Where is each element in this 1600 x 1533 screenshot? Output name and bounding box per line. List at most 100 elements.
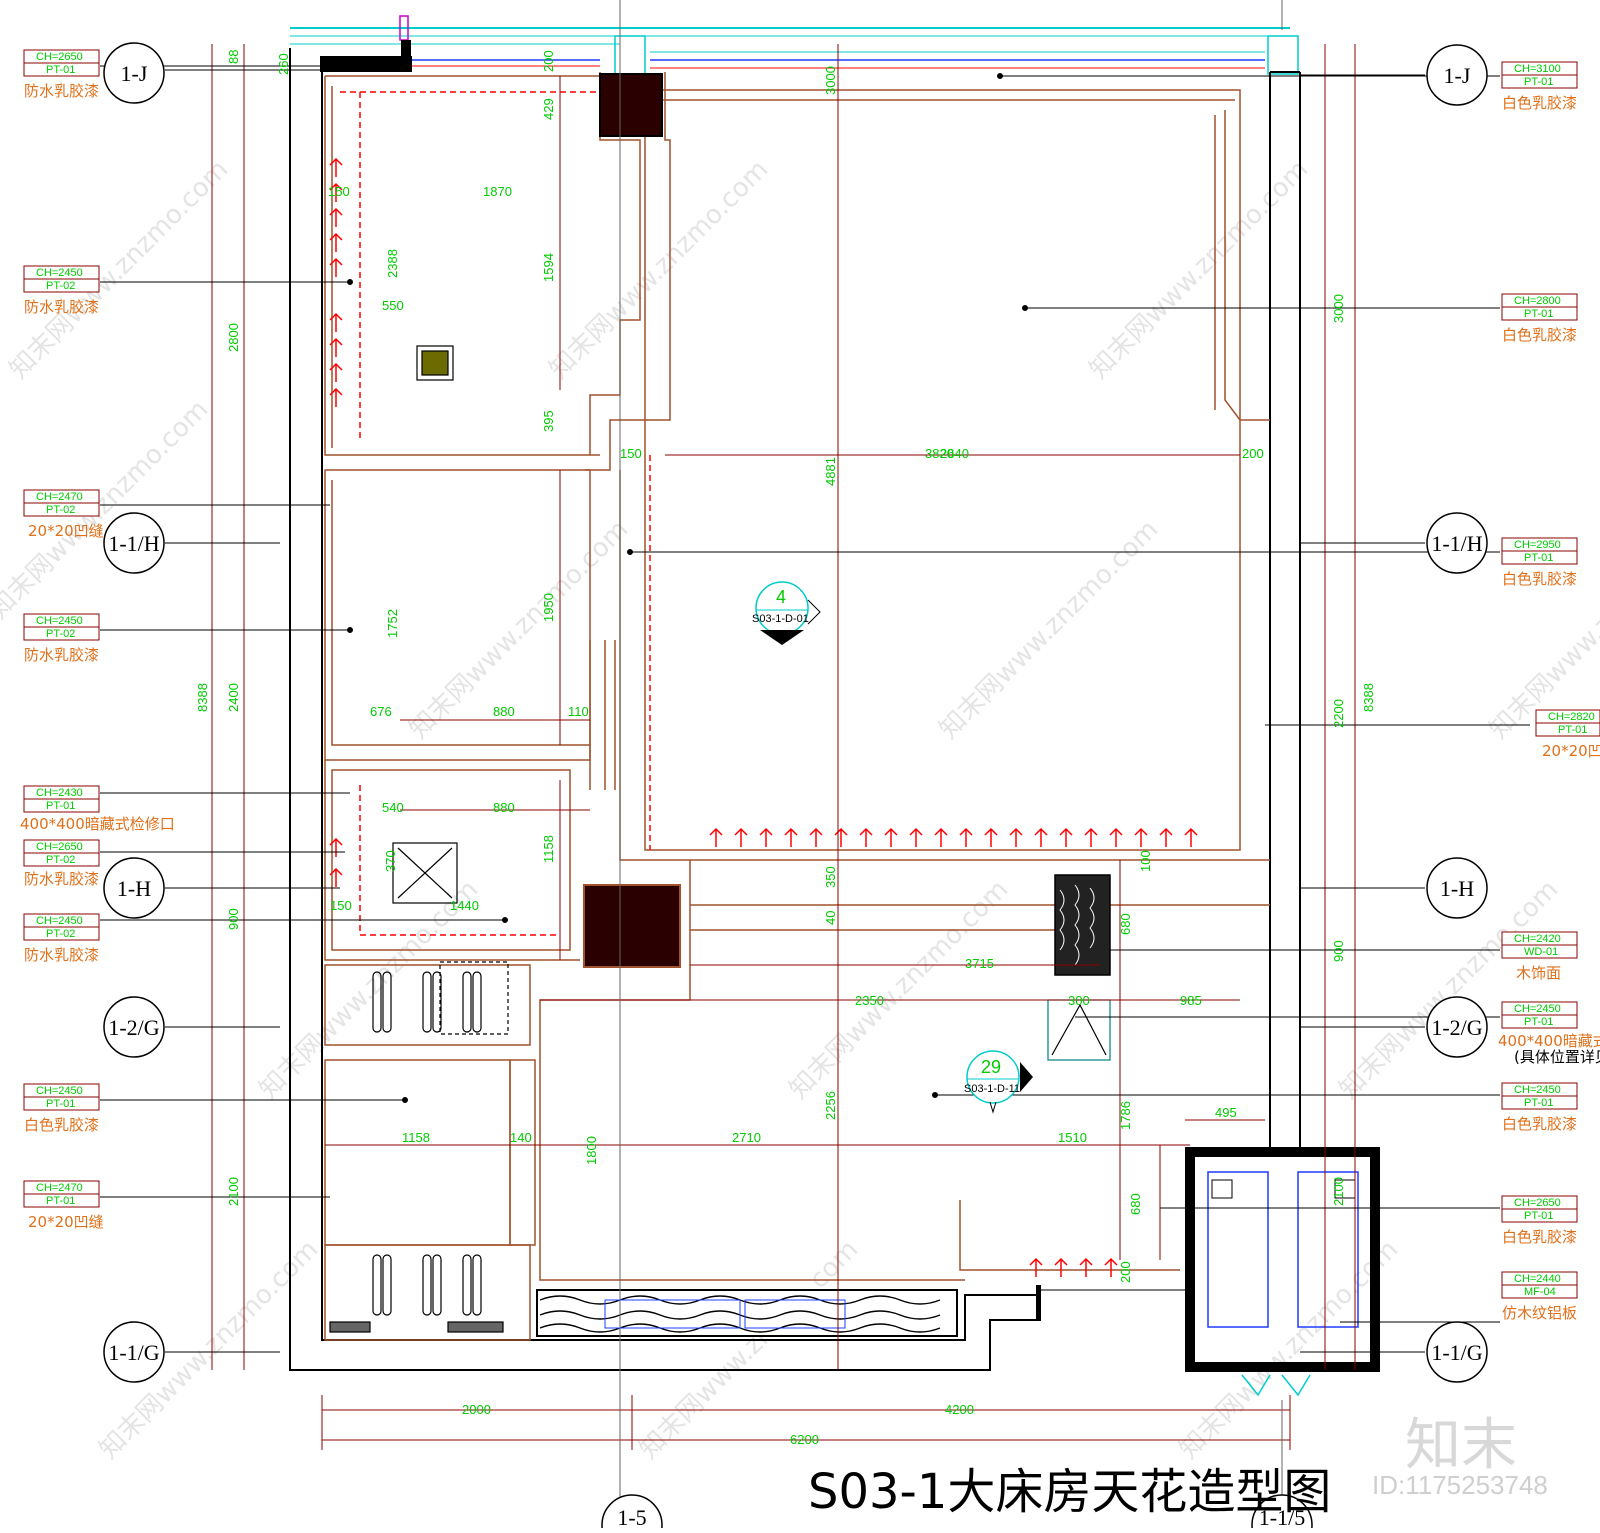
note-code: PT-01 [46, 1195, 75, 1207]
note-code: MF-04 [1524, 1286, 1556, 1298]
material-note: CH=2650 PT-01 防水乳胶漆 [23, 49, 100, 100]
note-ch: CH=2650 [36, 51, 83, 63]
note-code: PT-01 [1524, 1210, 1553, 1222]
dim-label: 429 [541, 98, 556, 120]
axis-label: 1-1/H [1431, 531, 1482, 556]
note-material: 白色乳胶漆 [1502, 1228, 1577, 1246]
dim-label: 2000 [462, 1402, 491, 1417]
dim-label: 4200 [945, 1402, 974, 1417]
cove-light-lines [340, 91, 651, 936]
dim-label: 2640 [940, 446, 969, 461]
note-material: 白色乳胶漆 [1502, 326, 1577, 344]
axis-label: 1-5 [617, 1505, 646, 1528]
dim-label: 2800 [226, 323, 241, 352]
note-material: 白色乳胶漆 [24, 1116, 99, 1134]
note-material: 木饰面 [1516, 964, 1561, 982]
dim-label: 300 [1068, 993, 1090, 1008]
dim-label: 1510 [1058, 1130, 1087, 1145]
axis-label: 1-1/5 [1259, 1505, 1305, 1528]
section-mark-29: 29 S03-1-D-11 [964, 1050, 1033, 1114]
note-code: PT-01 [1524, 308, 1553, 320]
axis-bubbles-bottom: 1-5 1-1/5 [601, 1494, 1313, 1533]
dim-label: 1752 [385, 609, 400, 638]
note-ch: CH=2470 [36, 1182, 83, 1194]
dim-label: 1950 [541, 593, 556, 622]
note-material: 20*20凹缝 [28, 522, 104, 540]
wardrobe-hangers [329, 961, 509, 1333]
watermark: 知末网www.znzmo.com [934, 514, 1165, 745]
dim-label: 3820 [925, 446, 954, 461]
note-ch: CH=2440 [1514, 1273, 1561, 1285]
note-material: 400*400暗藏式检修口 [20, 815, 175, 833]
brand-logo: 知末 [1405, 1413, 1517, 1478]
material-note: CH=2450 PT-02 防水乳胶漆 [23, 613, 100, 664]
material-note: CH=2450 PT-02 防水乳胶漆 [23, 265, 100, 316]
dim-label: 3000 [823, 66, 838, 95]
ceiling-outlines [324, 72, 1270, 1341]
dim-label: 3715 [965, 956, 994, 971]
note-leaders [100, 63, 1530, 1323]
dim-label: 1870 [483, 184, 512, 199]
note-code: PT-02 [46, 628, 75, 640]
note-material: 防水乳胶漆 [24, 646, 99, 664]
axis-label: 1-2/G [1431, 1015, 1482, 1040]
material-note: CH=2430 PT-01 400*400暗藏式检修口 [20, 785, 175, 833]
material-note: CH=2440 MF-04 仿木纹铝板 [1501, 1271, 1578, 1322]
material-note: CH=2450 PT-02 防水乳胶漆 [23, 913, 100, 964]
note-ch: CH=2470 [36, 491, 83, 503]
dim-label: 2400 [226, 683, 241, 712]
drawing-title: S03-1大床房天花造型图 [808, 1464, 1332, 1520]
material-note: CH=2470 PT-02 20*20凹缝 [23, 489, 104, 540]
watermark: 知末网www.znzmo.com [634, 1234, 865, 1465]
note-code: PT-01 [46, 64, 75, 76]
dim-label: 1158 [541, 835, 556, 863]
material-note: CH=3100 PT-01 白色乳胶漆 [1501, 61, 1578, 112]
left-material-notes: CH=2650 PT-01 防水乳胶漆 CH=2450 PT-02 防水乳胶漆 … [20, 49, 175, 1231]
dim-label: 900 [1331, 940, 1346, 962]
dim-label: 550 [382, 298, 404, 313]
dim-label: 100 [1138, 850, 1153, 872]
dim-label: 140 [510, 1130, 532, 1145]
structural-columns [583, 73, 681, 968]
dim-label: 540 [382, 800, 404, 815]
axis-label: 1-1/G [108, 1340, 159, 1365]
note-ch: CH=2450 [36, 615, 83, 627]
axis-label: 1-J [121, 61, 148, 86]
dim-label: 350 [823, 866, 838, 888]
note-code: PT-01 [1524, 76, 1553, 88]
dim-label: 370 [383, 850, 398, 872]
dim-label: 880 [493, 704, 515, 719]
right-material-notes: CH=3100 PT-01 白色乳胶漆 CH=2800 PT-01 白色乳胶漆 … [1498, 61, 1600, 1322]
note-ch: CH=2450 [1514, 1003, 1561, 1015]
note-extra: (具体位置详见机电 [1514, 1048, 1600, 1066]
material-note: CH=2820 PT-01 20*20凹缝 [1535, 709, 1600, 760]
axis-label: 1-1/G [1431, 1340, 1482, 1365]
window-strip [290, 15, 1299, 75]
material-note: CH=2650 PT-02 防水乳胶漆 [23, 839, 100, 888]
material-note: CH=2420 WD-01 木饰面 [1501, 931, 1578, 982]
note-ch: CH=2450 [1514, 1084, 1561, 1096]
note-code: PT-01 [46, 800, 75, 812]
note-ch: CH=2420 [1514, 933, 1561, 945]
dim-label: 2100 [226, 1177, 241, 1206]
dim-label: 2256 [823, 1091, 838, 1120]
section-number: 4 [776, 587, 786, 607]
uplight-markers [329, 157, 1198, 1277]
note-ch: CH=2650 [36, 841, 83, 853]
dim-label: 680 [1128, 1193, 1143, 1215]
dim-label: 900 [226, 908, 241, 930]
dim-label: 150 [620, 446, 642, 461]
dim-label: 4881 [823, 457, 838, 486]
axis-label: 1-1/H [108, 531, 159, 556]
dim-label: 3000 [1331, 294, 1346, 323]
dim-label: 8388 [195, 683, 210, 712]
material-note: CH=2650 PT-01 白色乳胶漆 [1501, 1195, 1578, 1246]
access-hatch-icon [392, 345, 1111, 1061]
note-ch: CH=2950 [1514, 539, 1561, 551]
note-material: 20*20凹缝 [1542, 742, 1600, 760]
dim-label: 150 [328, 184, 350, 199]
material-note: CH=2450 PT-01 400*400暗藏式检 (具体位置详见机电 [1498, 1001, 1600, 1066]
note-material: 白色乳胶漆 [1502, 1115, 1577, 1133]
note-material: 防水乳胶漆 [24, 870, 99, 888]
wood-panel [1054, 874, 1111, 976]
